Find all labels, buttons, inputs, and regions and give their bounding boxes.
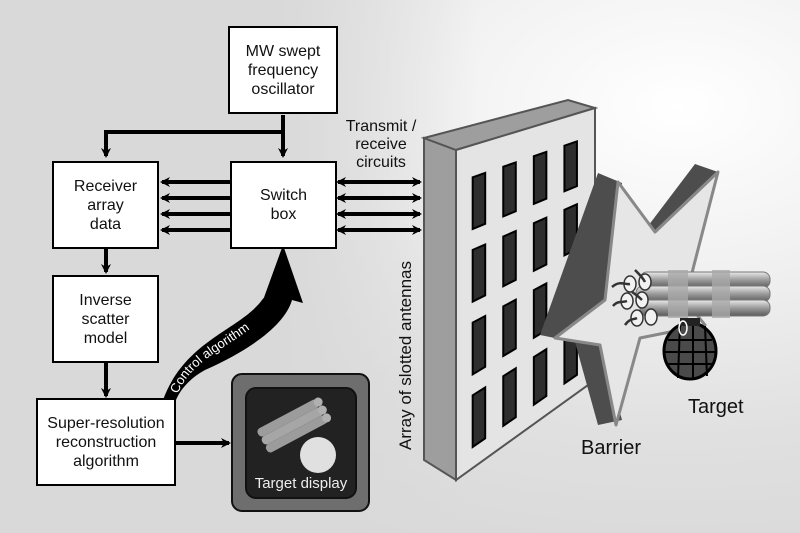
oscillator-block: MW swept frequency oscillator	[228, 26, 338, 114]
antenna-slot	[532, 216, 548, 273]
target-display	[231, 373, 370, 512]
antenna-array-label: Array of slotted antennas	[396, 260, 415, 450]
antenna-slot	[471, 385, 487, 449]
antenna-slot	[502, 366, 517, 428]
target-display-label: Target display	[254, 475, 348, 492]
display-dynamite-icon	[257, 397, 332, 453]
antenna-slot	[532, 347, 548, 407]
super-resolution-block: Super-resolution reconstruction algorith…	[36, 398, 176, 486]
receiver-array-block: Receiver array data	[52, 161, 159, 249]
switch-box-block: Switch box	[230, 161, 337, 249]
antenna-slot	[563, 140, 578, 193]
target-label: Target	[688, 396, 744, 418]
display-grenade-icon	[300, 437, 336, 473]
target-dynamite-icon	[611, 269, 771, 327]
connector-switch-to-antenna	[336, 177, 422, 235]
antenna-slot	[471, 242, 487, 304]
transmit-receive-label: Transmit / receive circuits	[345, 118, 417, 171]
connector-oscillator-to-receiver	[101, 130, 283, 158]
antenna-array	[420, 98, 599, 482]
antenna-slot	[532, 150, 548, 206]
antenna-slot	[502, 298, 517, 358]
antenna-slot	[471, 314, 487, 377]
inverse-scatter-block: Inverse scatter model	[52, 275, 159, 363]
connector-switch-to-receiver	[160, 177, 230, 235]
antenna-slot	[471, 171, 487, 231]
antenna-slot	[502, 229, 517, 288]
target-grenade-icon	[662, 318, 718, 381]
antenna-slot	[502, 161, 517, 218]
barrier-label: Barrier	[581, 437, 642, 459]
